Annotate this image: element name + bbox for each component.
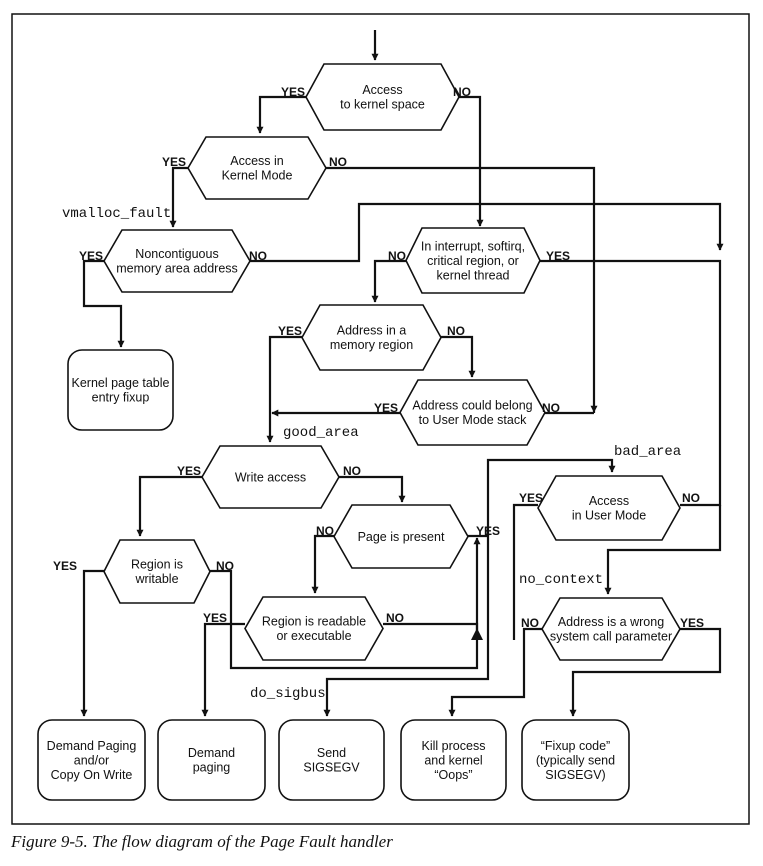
- label-no-context: no_context: [519, 572, 603, 588]
- branch-user-mode-yes: YES: [519, 491, 543, 505]
- decision-region-writable: [103, 539, 211, 604]
- edge-kernel-mode-no: [326, 166, 598, 413]
- branch-kernel-mode-no: NO: [329, 155, 347, 169]
- edge-interrupt-yes: [540, 259, 722, 475]
- edge-page-present-yes-sigsegv: [323, 534, 490, 717]
- branch-kernel-space-yes: YES: [281, 85, 305, 99]
- edge-noncontig-yes: [82, 259, 125, 348]
- edge-noncontig-no: [250, 202, 724, 263]
- edge-kernel-mode-yes: [169, 166, 188, 228]
- edge-writable-yes: [80, 569, 104, 717]
- labels: YES NO YES NO YES NO NO YES YES NO YES NO YES NO YES NO…: [53, 85, 704, 702]
- branch-noncontig-no: NO: [249, 249, 267, 263]
- decision-write-access-text: Write access: [235, 470, 306, 484]
- label-vmalloc-fault: vmalloc_fault: [62, 206, 171, 222]
- branch-memory-region-no: NO: [447, 324, 465, 338]
- decision-kernel-mode: [187, 136, 327, 200]
- branch-writable-no: NO: [216, 559, 234, 573]
- terminal-fixup-code: [521, 719, 630, 801]
- branch-readable-no: NO: [386, 611, 404, 625]
- branch-user-stack-yes: YES: [374, 401, 398, 415]
- branch-writable-yes: YES: [53, 559, 77, 573]
- terminal-kernel-page-table-fixup: [67, 349, 174, 431]
- edge-memory-region-yes: [266, 335, 302, 443]
- label-do-sigbus: do_sigbus: [250, 686, 326, 702]
- branch-wrong-param-no: NO: [521, 616, 539, 630]
- terminal-send-sigsegv: [278, 719, 385, 801]
- branch-memory-region-yes: YES: [278, 324, 302, 338]
- figure-frame: [11, 13, 750, 825]
- decision-user-mode: [537, 475, 681, 541]
- edge-bad-area-entry: [486, 458, 616, 536]
- decision-interrupt-context-text: In interrupt, softirq,critical region, o…: [421, 239, 525, 282]
- branch-user-mode-no: NO: [682, 491, 700, 505]
- figure-caption: Figure 9-5. The flow diagram of the Page…: [11, 832, 393, 851]
- branch-kernel-space-no: NO: [453, 85, 471, 99]
- decision-memory-region: [301, 304, 442, 371]
- arrowhead-readable-no: [471, 628, 483, 640]
- decision-noncontiguous: [103, 229, 251, 293]
- branch-write-access-no: NO: [343, 464, 361, 478]
- branch-write-access-yes: YES: [177, 464, 201, 478]
- edge-memory-region-no: [441, 335, 476, 378]
- connectors: [80, 30, 724, 717]
- decision-wrong-syscall-param: [541, 597, 681, 661]
- edge-user-mode-no: [604, 505, 722, 595]
- branch-wrong-param-yes: YES: [680, 616, 704, 630]
- edge-wrong-param-no: [448, 627, 542, 717]
- edge-write-access-no: [339, 475, 406, 503]
- branch-page-present-yes: YES: [476, 524, 500, 538]
- label-good-area: good_area: [283, 425, 359, 441]
- decision-write-access: [201, 445, 340, 509]
- decision-interrupt-context: [405, 227, 541, 294]
- decision-region-readable: [244, 596, 384, 661]
- edge-write-access-yes: [136, 475, 202, 537]
- decision-page-present-text: Page is present: [358, 530, 445, 544]
- decision-kernel-space: [305, 63, 460, 131]
- branch-kernel-mode-yes: YES: [162, 155, 186, 169]
- terminal-demand-paging: [157, 719, 266, 801]
- terminal-kill-process-oops: [400, 719, 507, 801]
- decision-page-present: [333, 504, 469, 569]
- branch-noncontig-yes: YES: [79, 249, 103, 263]
- edge-interrupt-no: [371, 259, 406, 303]
- edge-kernel-space-yes: [256, 95, 306, 134]
- decision-user-mode-stack: [399, 379, 546, 446]
- edge-user-mode-yes: [512, 503, 538, 640]
- branch-interrupt-yes: YES: [546, 249, 570, 263]
- branch-page-present-no: NO: [316, 524, 334, 538]
- edge-wrong-param-yes: [569, 627, 722, 717]
- branch-readable-yes: YES: [203, 611, 227, 625]
- edge-page-present-no: [311, 534, 334, 594]
- branch-user-stack-no: NO: [542, 401, 560, 415]
- edge-kernel-space-no: [459, 95, 484, 227]
- branch-interrupt-no: NO: [388, 249, 406, 263]
- terminal-demand-paging-cow: [37, 719, 146, 801]
- edge-readable-yes: [201, 622, 245, 717]
- label-bad-area: bad_area: [614, 444, 681, 460]
